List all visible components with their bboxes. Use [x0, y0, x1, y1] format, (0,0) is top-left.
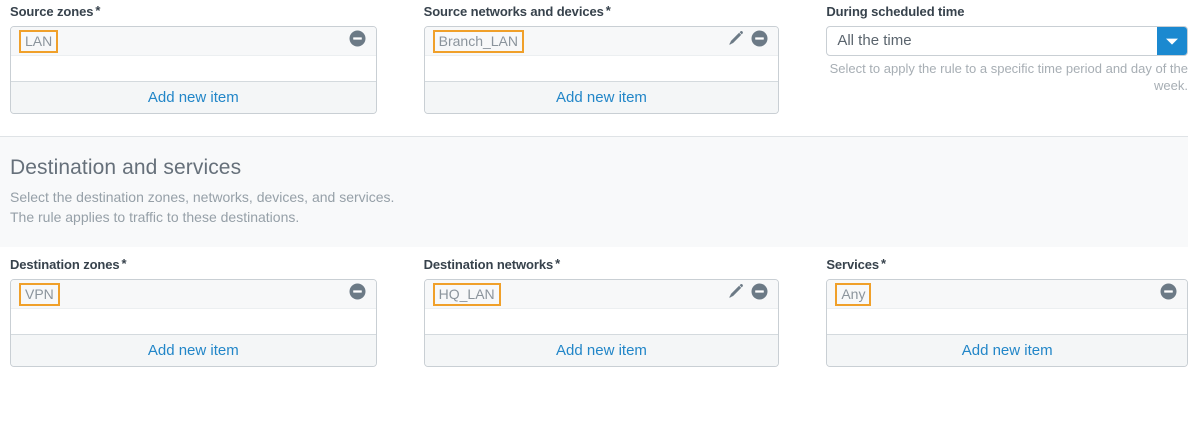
add-new-item-source-zones[interactable]: Add new item	[11, 81, 376, 113]
add-new-item-services[interactable]: Add new item	[827, 334, 1187, 366]
add-new-item-label: Add new item	[147, 341, 239, 359]
section-subtitle-line2: The rule applies to traffic to these des…	[10, 209, 300, 225]
label-source-zones: Source zones*	[10, 3, 377, 20]
edit-pencil-icon[interactable]	[727, 283, 744, 305]
field-destination-networks: Destination networks* HQ_LAN	[423, 256, 827, 367]
schedule-select[interactable]: All the time	[826, 26, 1188, 56]
listbox-empty-area	[827, 308, 1187, 334]
required-asterisk: *	[95, 3, 101, 18]
item-chip-label: LAN	[19, 29, 59, 53]
section-title: Destination and services	[10, 156, 242, 179]
listbox-items: Any	[827, 280, 1187, 308]
field-during-scheduled-time: During scheduled time All the time Selec…	[826, 4, 1188, 114]
field-source-zones: Source zones* LAN Add new item	[10, 3, 424, 114]
label-text: Source networks and devices	[423, 4, 604, 19]
source-fields-row: Source zones* LAN Add new item	[0, 0, 1188, 114]
label-text: Source zones	[10, 4, 94, 19]
listbox-items: Branch_LAN	[424, 27, 779, 55]
destination-section-header: Destination and services Select the dest…	[0, 136, 1188, 247]
schedule-help-text: Select to apply the rule to a specific t…	[829, 61, 1188, 93]
item-actions	[727, 283, 768, 305]
listbox-destination-zones: VPN Add new item	[10, 279, 377, 367]
list-item[interactable]: VPN	[11, 280, 376, 308]
required-asterisk: *	[555, 256, 561, 271]
label-source-networks-devices: Source networks and devices*	[423, 3, 780, 20]
listbox-empty-area	[11, 55, 376, 81]
add-new-item-label: Add new item	[556, 341, 647, 359]
chevron-down-icon[interactable]	[1157, 27, 1187, 55]
listbox-items: HQ_LAN	[424, 280, 779, 308]
listbox-destination-networks: HQ_LAN	[423, 279, 780, 367]
listbox-items: LAN	[11, 27, 376, 55]
list-item[interactable]: Branch_LAN	[424, 27, 779, 55]
required-asterisk: *	[605, 3, 611, 18]
add-new-item-destination-zones[interactable]: Add new item	[11, 334, 376, 366]
field-destination-zones: Destination zones* VPN Add new it	[10, 256, 424, 367]
label-text: Services	[826, 257, 880, 272]
label-text: Destination networks	[423, 257, 554, 272]
listbox-source-zones: LAN Add new item	[10, 26, 377, 114]
remove-icon[interactable]	[751, 283, 768, 305]
add-new-item-label: Add new item	[556, 88, 647, 106]
field-services: Services* Any Add new item	[826, 256, 1188, 367]
list-item[interactable]: HQ_LAN	[424, 280, 779, 308]
item-chip-label: VPN	[19, 282, 60, 306]
destination-fields-row: Destination zones* VPN Add new it	[0, 247, 1188, 367]
item-actions	[349, 283, 366, 305]
label-during-scheduled-time: During scheduled time	[826, 4, 1188, 20]
item-actions	[1160, 283, 1177, 305]
label-destination-networks: Destination networks*	[423, 256, 780, 273]
label-text: During scheduled time	[826, 4, 965, 19]
list-item[interactable]: Any	[827, 280, 1187, 308]
listbox-empty-area	[424, 308, 779, 334]
listbox-empty-area	[11, 308, 376, 334]
required-asterisk: *	[881, 256, 887, 271]
section-subtitle-line1: Select the destination zones, networks, …	[10, 189, 395, 205]
add-new-item-label: Add new item	[147, 88, 239, 106]
remove-icon[interactable]	[349, 283, 366, 305]
item-chip-label: Branch_LAN	[432, 29, 525, 53]
listbox-source-networks: Branch_LAN	[423, 26, 780, 114]
item-chip-label: HQ_LAN	[432, 282, 501, 306]
listbox-services: Any Add new item	[826, 279, 1188, 367]
item-actions	[349, 30, 366, 52]
schedule-select-value: All the time	[837, 32, 912, 49]
edit-pencil-icon[interactable]	[727, 30, 744, 52]
label-destination-zones: Destination zones*	[10, 256, 377, 273]
add-new-item-label: Add new item	[961, 341, 1053, 359]
item-actions	[727, 30, 768, 52]
label-text: Destination zones	[10, 257, 120, 272]
remove-icon[interactable]	[349, 30, 366, 52]
remove-icon[interactable]	[1160, 283, 1177, 305]
listbox-items: VPN	[11, 280, 376, 308]
required-asterisk: *	[121, 256, 127, 271]
list-item[interactable]: LAN	[11, 27, 376, 55]
remove-icon[interactable]	[751, 30, 768, 52]
listbox-empty-area	[424, 55, 779, 81]
item-chip-label: Any	[835, 282, 872, 306]
add-new-item-destination-networks[interactable]: Add new item	[424, 334, 779, 366]
field-source-networks-devices: Source networks and devices* Branch_LAN	[423, 3, 827, 114]
add-new-item-source-networks[interactable]: Add new item	[424, 81, 779, 113]
label-services: Services*	[826, 256, 1188, 273]
